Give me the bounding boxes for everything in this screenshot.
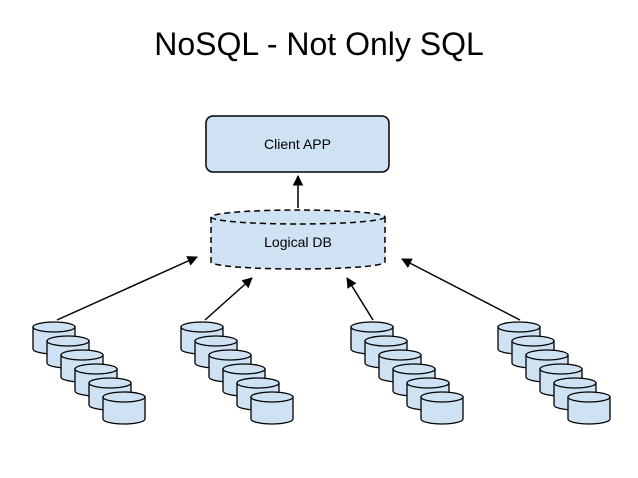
database-top [567,391,611,403]
database-icon [420,391,464,425]
database-body [420,396,464,425]
database-icon [567,391,611,425]
logical-db-label: Logical DB [264,234,332,250]
database-top [392,363,436,375]
database-top [46,335,90,347]
database-body [250,396,294,425]
database-top [180,321,224,333]
client-app-box [205,115,390,173]
database-cluster-1 [32,321,146,425]
database-top [511,335,555,347]
database-top [406,377,450,389]
arrow-cluster-1-to-logical-db [56,256,198,321]
database-icon [250,391,294,425]
database-top [250,391,294,403]
logical-db-top [210,209,386,225]
database-top [102,391,146,403]
database-top [539,363,583,375]
database-clusters [32,321,611,425]
database-top [60,349,104,361]
client-app-node: Client APP [205,115,390,173]
arrow-cluster-3-to-logical-db [346,277,374,321]
database-body [102,396,146,425]
database-top [497,321,541,333]
database-top [32,321,76,333]
database-top [553,377,597,389]
logical-db-body [210,217,386,270]
database-top [222,363,266,375]
database-top [525,349,569,361]
arrow-cluster-4-to-logical-db [401,258,521,321]
database-top [208,349,252,361]
database-top [350,321,394,333]
logical-db-node: Logical DB [210,209,386,270]
database-cluster-3 [350,321,464,425]
database-top [74,363,118,375]
slide-title: NoSQL - Not Only SQL [154,26,484,62]
database-top [88,377,132,389]
arrow-cluster-2-to-logical-db [204,277,253,321]
database-icon [102,391,146,425]
client-app-label: Client APP [264,136,331,152]
database-top [420,391,464,403]
database-top [194,335,238,347]
database-top [378,349,422,361]
database-top [364,335,408,347]
database-cluster-2 [180,321,294,425]
database-cluster-4 [497,321,611,425]
database-top [236,377,280,389]
database-body [567,396,611,425]
